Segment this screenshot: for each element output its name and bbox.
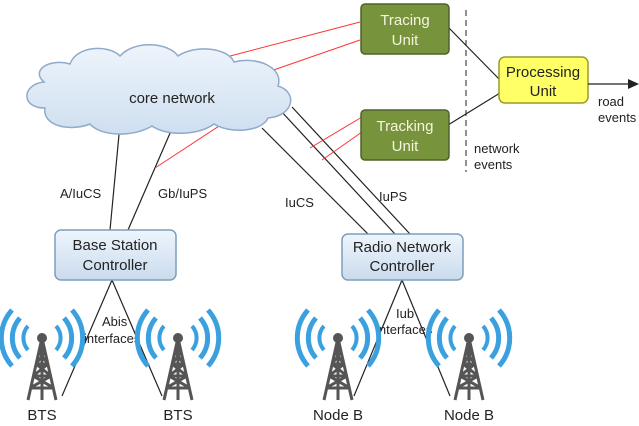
side-labels: network events road events (474, 94, 637, 172)
link-tracking-processing (447, 92, 501, 126)
nodeb-tower-2: Node B (428, 310, 509, 424)
red-link-cloud-tracing-1 (214, 21, 361, 61)
link-core-rnc-iups-1 (279, 109, 396, 235)
tracing-unit-box: Tracing Unit (360, 3, 450, 55)
road-events-line1: road (598, 94, 624, 109)
bts-tower-1: BTS (1, 310, 82, 424)
link-bsc-bts1 (61, 279, 113, 397)
red-link-cloud-tracing-2 (261, 39, 361, 75)
processing-unit-box: Processing Unit (498, 56, 589, 104)
nodeb-2-label: Node B (444, 407, 494, 424)
red-link-iups-tracking-2 (321, 131, 363, 161)
label-iups: IuPS (379, 189, 408, 204)
nodeb-tower-1: Node B (297, 310, 378, 424)
link-core-rnc-iucs (261, 127, 369, 235)
road-events-arrow (588, 79, 639, 89)
bsc-line2: Controller (82, 257, 147, 274)
tracing-unit-line1: Tracing (380, 12, 429, 29)
interface-labels: A/IuCS Gb/IuPS IuCS IuPS Abis interfaces… (60, 186, 433, 346)
bts-tower-2: BTS (137, 310, 218, 424)
red-link-iups-tracking (309, 116, 363, 149)
antenna-tower-icon (1, 310, 82, 400)
radio-network-controller-box: Radio Network Controller (341, 233, 464, 281)
core-network-cloud: core network (26, 44, 292, 135)
tracing-unit-line2: Unit (392, 32, 420, 49)
label-iub-interfaces: interfaces (376, 322, 433, 337)
base-station-controller-box: Base Station Controller (54, 229, 177, 281)
link-tracing-processing (447, 26, 501, 81)
antenna-tower-icon (428, 310, 509, 400)
label-abis: Abis (102, 314, 128, 329)
processing-unit-line2: Unit (530, 83, 558, 100)
label-iucs: IuCS (285, 195, 314, 210)
antenna-tower-icon (297, 310, 378, 400)
road-events-line2: events (598, 110, 637, 125)
label-iub: Iub (396, 306, 414, 321)
link-bsc-core-gb (127, 123, 175, 231)
label-a-iucs: A/IuCS (60, 186, 102, 201)
bts-2-label: BTS (163, 407, 192, 424)
tracking-unit-line1: Tracking (377, 118, 434, 135)
link-core-rnc-iups-2 (291, 106, 411, 235)
rnc-line1: Radio Network (353, 239, 452, 256)
link-bsc-core-a (109, 123, 121, 231)
network-events-line1: network (474, 141, 520, 156)
nodeb-1-label: Node B (313, 407, 363, 424)
antenna-tower-icon (137, 310, 218, 400)
core-network-label: core network (129, 90, 215, 107)
network-events-line2: events (474, 157, 513, 172)
rnc-line2: Controller (369, 258, 434, 275)
processing-unit-line1: Processing (506, 64, 580, 81)
label-gb-iups: Gb/IuPS (158, 186, 207, 201)
bsc-line1: Base Station (72, 237, 157, 254)
tracking-unit-box: Tracking Unit (360, 109, 450, 161)
tracking-unit-line2: Unit (392, 138, 420, 155)
bts-1-label: BTS (27, 407, 56, 424)
label-abis-interfaces: interfaces (84, 331, 141, 346)
